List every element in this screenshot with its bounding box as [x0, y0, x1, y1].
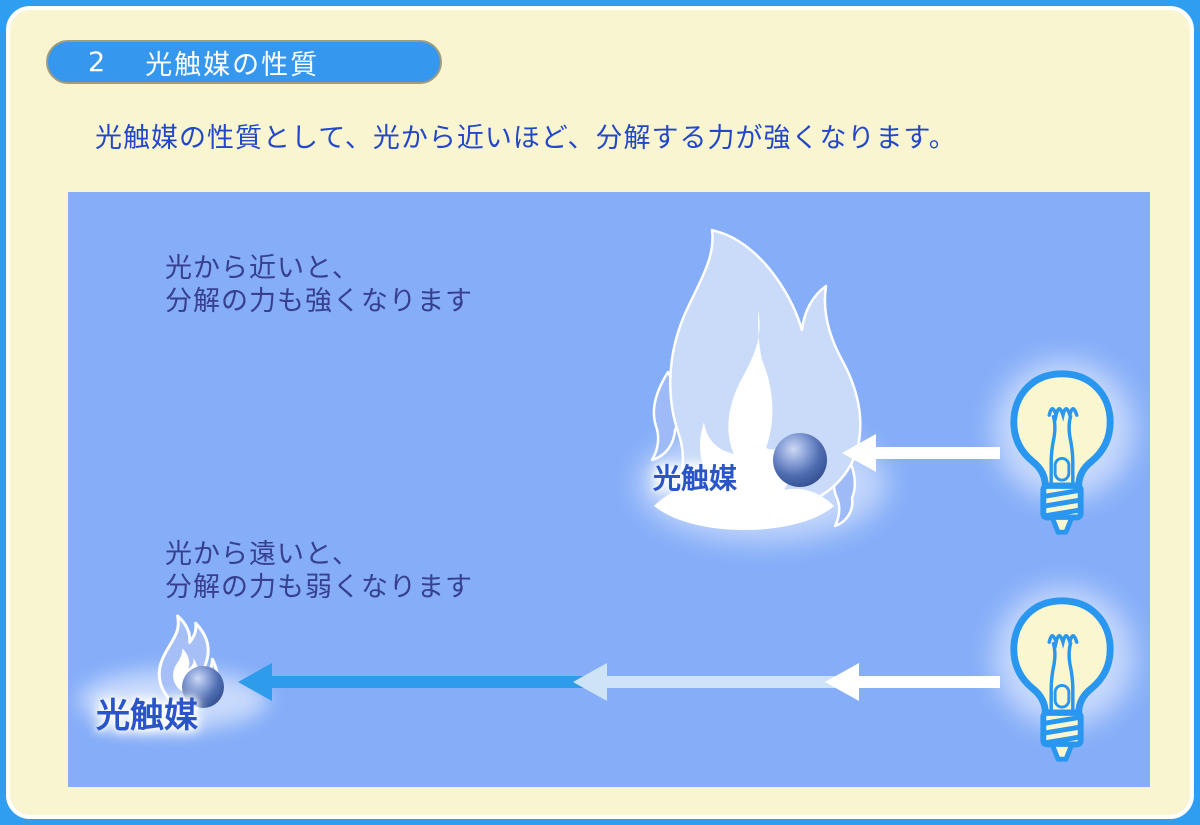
- lightbulb-far-icon: [1014, 601, 1110, 759]
- diagram-panel: 光から近いと、 分解の力も強くなります 光から遠いと、 分解の力も弱くなります …: [68, 192, 1150, 787]
- arrow-white-near-icon: [842, 434, 1000, 472]
- far-caption-line2: 分解の力も弱くなります: [165, 572, 473, 603]
- far-caption: 光から遠いと、 分解の力も弱くなります: [165, 538, 473, 604]
- photocatalyst-label-far: 光触媒: [96, 696, 198, 736]
- near-caption-line1: 光から近いと、: [165, 253, 360, 284]
- arrow-white-far-icon: [825, 663, 1000, 701]
- section-title-pill: 2 光触媒の性質: [46, 40, 442, 84]
- section-number: 2: [88, 46, 106, 78]
- near-caption-line2: 分解の力も強くなります: [165, 286, 473, 317]
- section-title: 光触媒の性質: [145, 49, 320, 81]
- lightbulb-near-icon: [1014, 374, 1110, 532]
- diagram-scene: [78, 228, 1134, 787]
- photocatalyst-sphere-far: [182, 666, 224, 708]
- far-caption-line1: 光から遠いと、: [165, 539, 360, 570]
- content-card: 2 光触媒の性質 光触媒の性質として、光から近いほど、分解する力が強くなります。: [6, 6, 1194, 819]
- arrow-pale-far-icon: [573, 663, 842, 701]
- photocatalyst-sphere-near: [773, 433, 827, 487]
- intro-text: 光触媒の性質として、光から近いほど、分解する力が強くなります。: [95, 123, 957, 154]
- near-caption: 光から近いと、 分解の力も強くなります: [165, 252, 473, 318]
- arrow-blue-far-icon: [238, 663, 593, 701]
- photocatalyst-label-near: 光触媒: [653, 462, 738, 495]
